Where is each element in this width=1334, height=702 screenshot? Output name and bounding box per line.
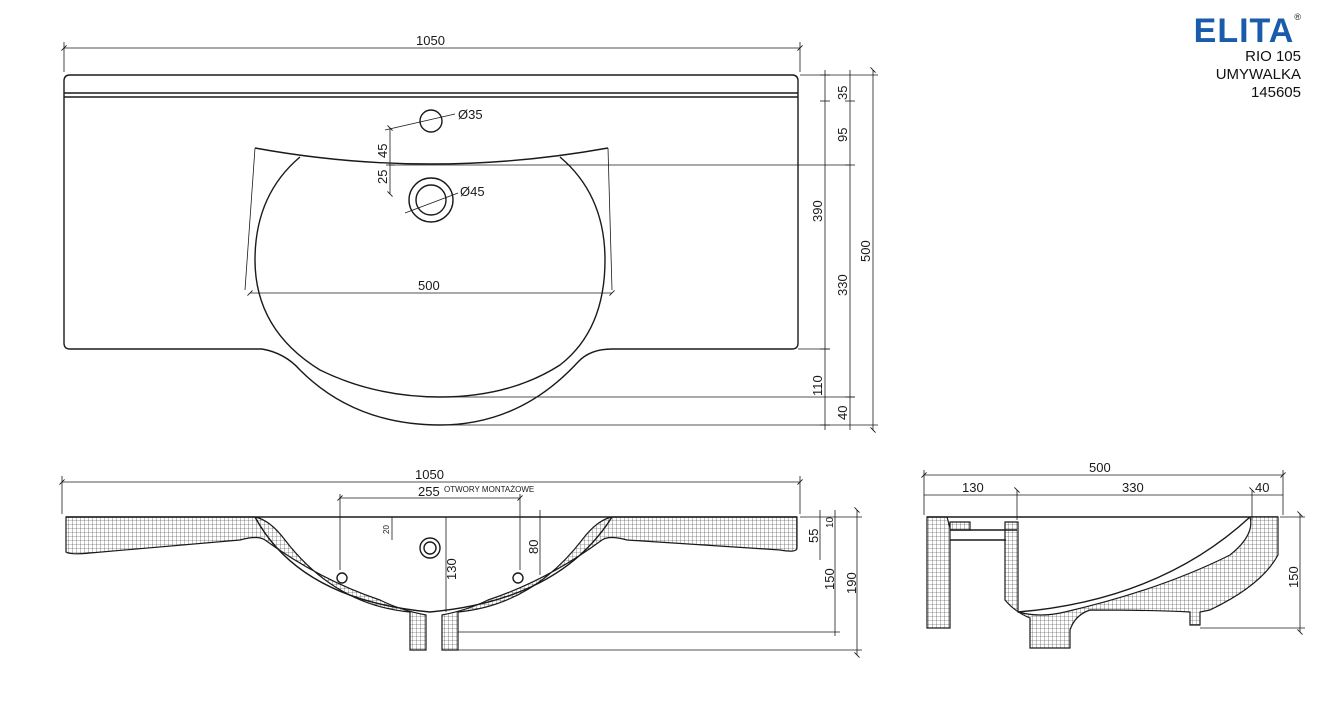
tap-hole-leader <box>384 113 456 131</box>
overflow-hole-label: Ø45 <box>460 184 485 199</box>
front-width-label: 1050 <box>415 467 444 482</box>
overflow-hole-inner <box>415 184 447 216</box>
dim-25-label: 25 <box>375 170 390 184</box>
basin-right-edge <box>607 147 613 291</box>
front-mount-label: 255 <box>418 484 440 499</box>
top-view: Ø35 Ø45 1050 500 45 25 390 110 <box>61 33 878 433</box>
front-overflow-inner <box>423 541 437 555</box>
side-inner-basin <box>1017 516 1251 613</box>
tap-hole <box>419 109 443 133</box>
dim-110-label: 110 <box>810 375 825 396</box>
front-20-label: 20 <box>382 525 391 534</box>
side-130-label: 130 <box>962 480 984 495</box>
front-overflow-outer <box>419 537 441 559</box>
front-55-label: 55 <box>806 529 821 543</box>
basin-ellipse <box>254 156 606 398</box>
dim-basin-label: 500 <box>418 278 440 293</box>
front-section-body <box>65 516 427 651</box>
dim-330-label: 330 <box>835 274 850 296</box>
front-190-label: 190 <box>844 572 859 594</box>
registered-mark: ® <box>1294 12 1301 22</box>
side-150-label: 150 <box>1286 566 1301 588</box>
product-name: UMYWALKA <box>1215 66 1301 83</box>
front-section-body-right <box>441 516 798 651</box>
brand-logo: ELITA® <box>1193 12 1301 50</box>
model-name: RIO 105 <box>1245 48 1301 65</box>
dim-390-label: 390 <box>810 200 825 222</box>
dim-40-label: 40 <box>835 406 850 420</box>
dim-500-label: 500 <box>858 240 873 262</box>
product-code: 145605 <box>1250 84 1301 101</box>
front-80-label: 80 <box>526 540 541 554</box>
dim-width-label: 1050 <box>416 33 445 48</box>
front-inner-basin <box>254 516 613 613</box>
brand-logo-text: ELITA <box>1193 12 1295 50</box>
front-10-label: 10 <box>825 516 836 528</box>
front-130-label: 130 <box>444 558 459 580</box>
basin-left-edge <box>244 147 256 291</box>
basin-back-curve <box>254 147 609 165</box>
side-rim-left <box>949 521 971 531</box>
side-40-label: 40 <box>1255 480 1269 495</box>
dim-45-label: 45 <box>375 144 390 158</box>
front-150-label: 150 <box>822 568 837 590</box>
side-back-wall <box>926 516 951 629</box>
tap-hole-label: Ø35 <box>458 107 483 122</box>
overflow-hole-outer <box>408 177 454 223</box>
side-drain-stub <box>950 529 1017 541</box>
front-section: 1050 255 OTWORY MONTAŻOWE 20 130 80 55 1… <box>59 467 862 658</box>
top-view-outline <box>63 74 799 426</box>
side-330-label: 330 <box>1122 480 1144 495</box>
mount-hole-right <box>512 572 524 584</box>
overflow-hole-leader <box>404 192 459 214</box>
dim-35-label: 35 <box>835 86 850 100</box>
side-depth-label: 500 <box>1089 460 1111 475</box>
mount-hole-left <box>336 572 348 584</box>
front-mount-caption: OTWORY MONTAŻOWE <box>444 485 534 494</box>
brand-block: ELITA® RIO 105 UMYWALKA 145605 <box>1193 12 1301 102</box>
side-body <box>1004 516 1279 649</box>
dim-95-label: 95 <box>835 128 850 142</box>
side-section: 500 130 330 40 150 <box>921 460 1305 649</box>
